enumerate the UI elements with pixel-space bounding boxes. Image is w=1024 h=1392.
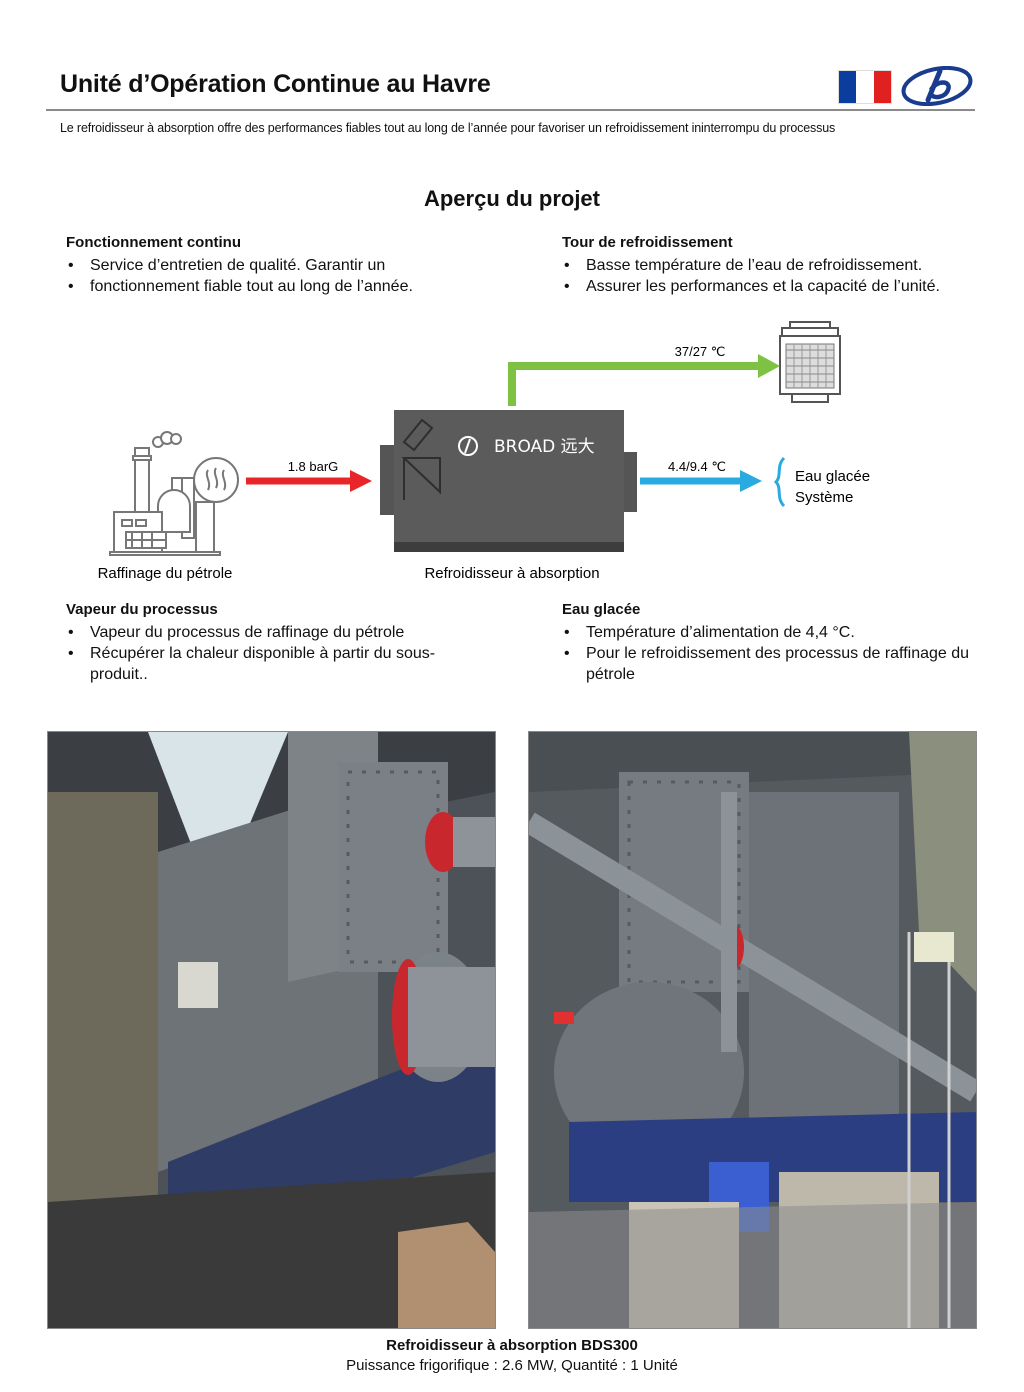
list-item: Température d’alimentation de 4,4 °C. (562, 622, 982, 643)
block-continuous-operation: Fonctionnement continu Service d’entreti… (66, 234, 486, 297)
list-item: Basse température de l’eau de refroidiss… (562, 255, 982, 276)
list-item: Vapeur du processus de raffinage du pétr… (66, 622, 486, 643)
steam-pressure-label: 1.8 barG (288, 459, 339, 474)
chiller-label: Refroidisseur à absorption (424, 565, 599, 582)
block-heading: Vapeur du processus (66, 601, 218, 618)
list-item: Assurer les performances et la capacité … (562, 276, 982, 297)
block-heading: Eau glacée (562, 601, 641, 618)
cooling-tower-icon (779, 321, 841, 403)
chilled-water-temp-label: 4.4/9.4 ℃ (668, 459, 726, 474)
page-title: Unité d’Opération Continue au Havre (60, 70, 491, 98)
block-heading: Tour de refroidissement (562, 234, 733, 251)
absorption-chiller-icon: BROAD 远大 (380, 410, 637, 552)
header-divider (46, 109, 975, 111)
photo-caption-spec: Puissance frigorifique : 2.6 MW, Quantit… (346, 1357, 678, 1374)
chiller-installation-photo-left (47, 731, 496, 1329)
chiller-brand-label: BROAD 远大 (494, 437, 595, 457)
broad-logo-icon (900, 65, 974, 107)
list-item: Récupérer la chaleur disponible à partir… (66, 643, 486, 685)
block-cooling-tower: Tour de refroidissement Basse températur… (562, 234, 982, 297)
chilled-system-label: Système (795, 489, 853, 506)
list-item: Pour le refroidissement des processus de… (562, 643, 982, 685)
list-item: Service d’entretien de qualité. Garantir… (66, 255, 486, 276)
chilled-system-label: Eau glacée (795, 468, 870, 485)
cooling-water-temp-label: 37/27 ℃ (675, 344, 726, 359)
page-subtitle: Le refroidisseur à absorption offre des … (60, 121, 836, 135)
block-process-steam: Vapeur du processus Vapeur du processus … (66, 601, 486, 685)
refinery-icon (109, 431, 239, 556)
french-flag-icon[interactable] (838, 70, 892, 104)
refinery-label: Raffinage du pétrole (98, 565, 233, 582)
chiller-installation-photo-right (528, 731, 977, 1329)
block-chilled-water: Eau glacée Température d’alimentation de… (562, 601, 982, 685)
photo-caption-title: Refroidisseur à absorption BDS300 (386, 1337, 638, 1354)
list-item: fonctionnement fiable tout au long de l’… (66, 276, 486, 297)
process-diagram: 37/27 ℃ BROAD 远大 1.8 barG 4.4/9.4 ℃ Eau … (98, 321, 870, 582)
section-title: Aperçu du projet (423, 186, 600, 211)
block-heading: Fonctionnement continu (66, 234, 241, 251)
